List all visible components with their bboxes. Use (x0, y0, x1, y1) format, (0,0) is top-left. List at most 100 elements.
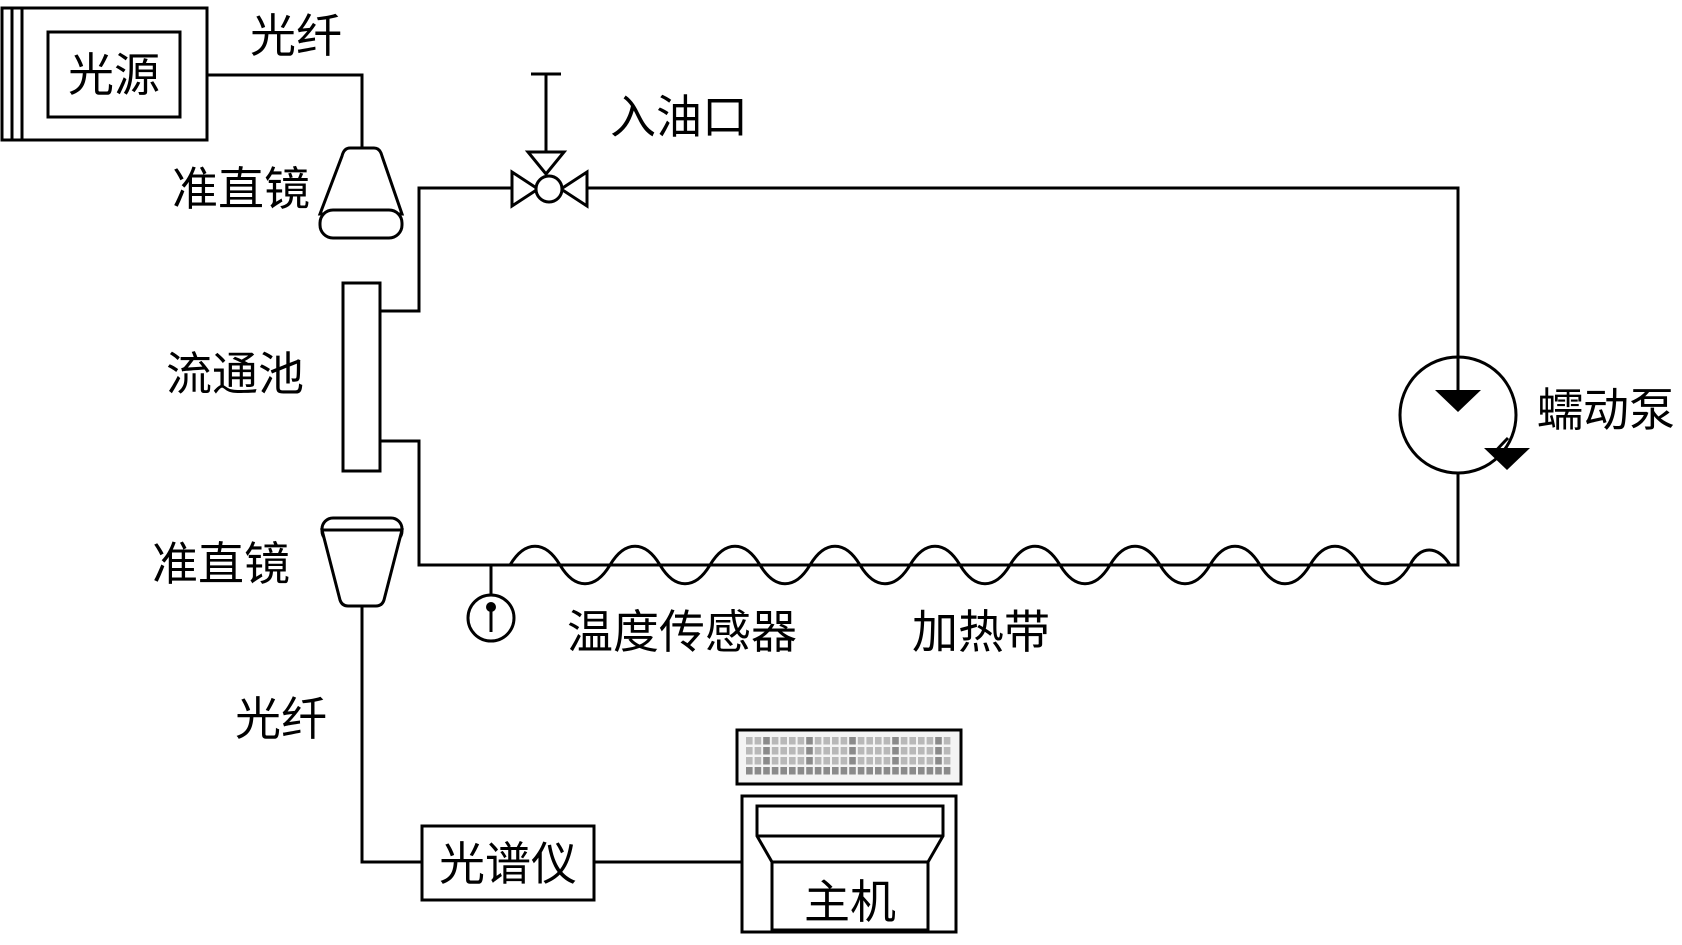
keyboard (735, 728, 963, 786)
light-source: 光源 (0, 6, 209, 142)
keyboard-key (771, 757, 779, 765)
keyboard-key (797, 767, 805, 775)
keyboard-key (823, 767, 830, 775)
keyboard-key (832, 737, 839, 745)
keyboard-key (866, 737, 873, 745)
heating-band-label: 加热带 (912, 605, 1050, 659)
light-source-label: 光源 (68, 48, 160, 102)
keyboard-key (892, 757, 899, 765)
keyboard-key (823, 757, 830, 765)
collimator-top-label: 准直镜 (172, 162, 310, 216)
keyboard-key (857, 767, 865, 775)
keyboard-key (789, 747, 796, 755)
keyboard-key (900, 767, 908, 775)
keyboard-key (797, 757, 805, 765)
host-computer (740, 794, 958, 934)
keyboard-key (780, 767, 787, 775)
collimator-bottom (320, 516, 404, 608)
flow-cell (341, 281, 382, 473)
keyboard-key (943, 737, 951, 745)
fiber-top-line (207, 73, 364, 148)
keyboard-key (849, 757, 856, 765)
keyboard-keys (746, 737, 951, 775)
keyboard-key (866, 757, 873, 765)
keyboard-key (892, 747, 899, 755)
keyboard-key (806, 767, 813, 775)
valve (510, 72, 589, 209)
fiber-bottom-label: 光纤 (235, 692, 327, 746)
keyboard-key (754, 757, 762, 765)
keyboard-key (935, 747, 942, 755)
keyboard-key (943, 757, 951, 765)
keyboard-key (832, 757, 839, 765)
keyboard-key (918, 737, 925, 745)
keyboard-key (918, 767, 925, 775)
keyboard-key (806, 747, 813, 755)
keyboard-key (875, 747, 882, 755)
keyboard-key (789, 757, 796, 765)
keyboard-key (875, 767, 882, 775)
keyboard-key (771, 767, 779, 775)
keyboard-key (806, 737, 813, 745)
keyboard-key (746, 747, 753, 755)
keyboard-key (935, 757, 942, 765)
keyboard-key (840, 737, 848, 745)
keyboard-key (943, 767, 951, 775)
keyboard-key (875, 737, 882, 745)
keyboard-key (832, 767, 839, 775)
keyboard-key (797, 737, 805, 745)
keyboard-key (754, 737, 762, 745)
keyboard-key (832, 747, 839, 755)
keyboard-key (780, 747, 787, 755)
keyboard-key (943, 747, 951, 755)
collimator-top (317, 146, 405, 240)
keyboard-key (840, 747, 848, 755)
pump-label: 蠕动泵 (1537, 383, 1675, 437)
keyboard-key (857, 757, 865, 765)
keyboard-key (746, 737, 753, 745)
collimator-bottom-label: 准直镜 (152, 537, 290, 591)
keyboard-key (909, 767, 916, 775)
keyboard-key (900, 757, 908, 765)
fiber-bottom-line (360, 606, 422, 864)
keyboard-key (909, 747, 916, 755)
keyboard-key (900, 747, 908, 755)
keyboard-key (909, 737, 916, 745)
keyboard-key (883, 757, 891, 765)
temperature-sensor (466, 565, 516, 643)
keyboard-key (935, 737, 942, 745)
keyboard-key (814, 737, 822, 745)
keyboard-key (849, 747, 856, 755)
keyboard-key (771, 737, 779, 745)
keyboard-key (814, 747, 822, 755)
keyboard-key (857, 737, 865, 745)
keyboard-key (754, 747, 762, 755)
keyboard-key (935, 767, 942, 775)
keyboard-key (746, 767, 753, 775)
keyboard-key (883, 767, 891, 775)
flow-cell-label: 流通池 (166, 347, 304, 401)
spectrometer-label: 光谱仪 (439, 837, 577, 891)
keyboard-key (849, 767, 856, 775)
pipe-bottom (380, 439, 1460, 567)
keyboard-key (866, 747, 873, 755)
oil-inlet-label: 入油口 (610, 90, 748, 144)
keyboard-key (849, 737, 856, 745)
keyboard-key (814, 757, 822, 765)
pipe-top (380, 186, 1460, 358)
keyboard-key (892, 737, 899, 745)
keyboard-key (875, 757, 882, 765)
keyboard-key (823, 737, 830, 745)
keyboard-key (771, 747, 779, 755)
keyboard-key (900, 737, 908, 745)
keyboard-key (763, 737, 770, 745)
keyboard-key (926, 747, 934, 755)
keyboard-key (780, 757, 787, 765)
keyboard-key (866, 767, 873, 775)
keyboard-key (823, 747, 830, 755)
spectrometer (420, 824, 596, 902)
keyboard-key (763, 757, 770, 765)
keyboard-key (857, 747, 865, 755)
fiber-top-label: 光纤 (250, 9, 342, 63)
keyboard-key (909, 757, 916, 765)
